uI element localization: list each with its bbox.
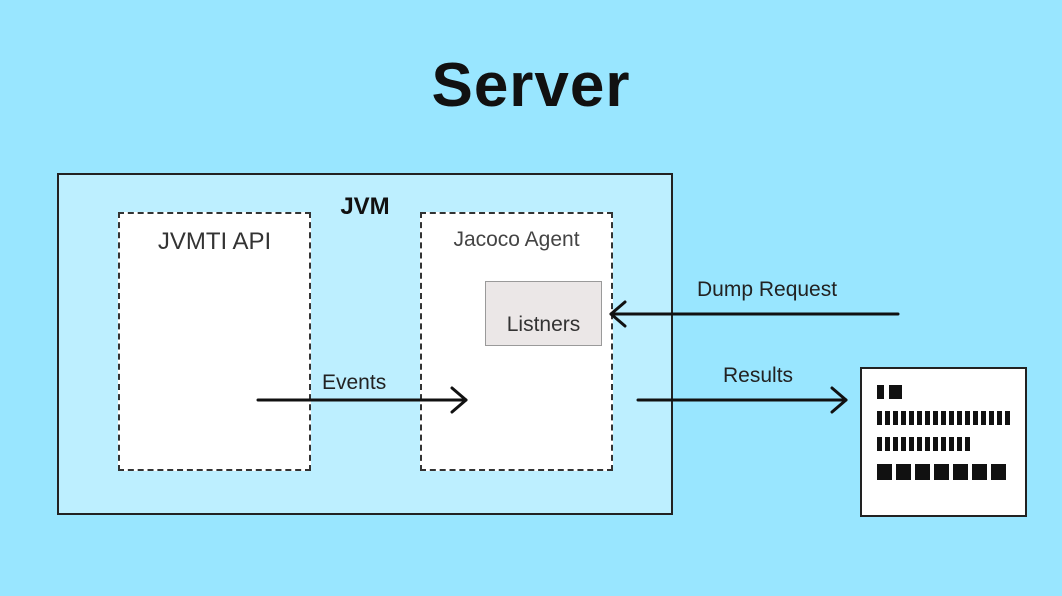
jvmti-api-label: JVMTI API	[157, 228, 272, 255]
jvm-label: JVM	[340, 193, 390, 220]
results-arrow	[636, 386, 848, 414]
jacoco-agent-label: Jacoco Agent	[453, 228, 580, 251]
dump-request-arrow	[609, 300, 900, 328]
events-arrow	[256, 386, 468, 414]
events-edge-label: Events	[322, 371, 387, 394]
coverage-report-icon	[877, 385, 1010, 480]
listeners-label: Listners	[506, 313, 581, 336]
results-edge-label: Results	[723, 364, 794, 387]
dump-request-edge-label: Dump Request	[697, 278, 838, 301]
coverage-report-box	[860, 367, 1027, 517]
diagram-title: Server	[431, 51, 631, 120]
listeners-box	[485, 281, 602, 346]
jvmti-api-box	[118, 212, 311, 471]
